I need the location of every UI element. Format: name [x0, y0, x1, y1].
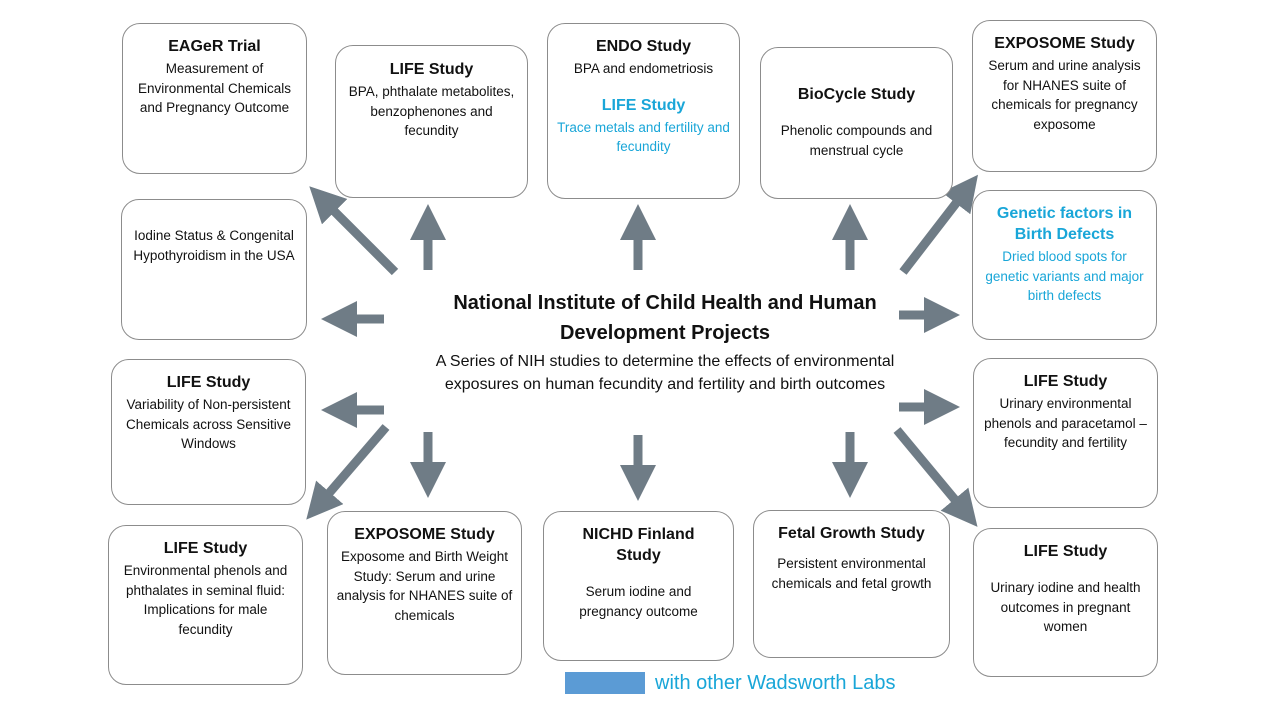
life-iodine-box: LIFE Study Urinary iodine and health out…: [973, 528, 1158, 677]
life-variability-box: LIFE Study Variability of Non-persistent…: [111, 359, 306, 505]
fetal-growth-box: Fetal Growth Study Persistent environmen…: [753, 510, 950, 658]
box-body: Serum iodine and pregnancy outcome: [579, 584, 698, 619]
legend-label: with other Wadsworth Labs: [655, 672, 896, 694]
eager-trial-box: EAGeR Trial Measurement of Environmental…: [122, 23, 307, 174]
biocycle-study-box: BioCycle Study Phenolic compounds and me…: [760, 47, 953, 199]
box-title: BioCycle Study: [797, 86, 916, 103]
center-subtitle: A Series of NIH studies to determine the…: [435, 353, 895, 393]
box-title: Genetic factors in Birth Defects: [996, 205, 1133, 243]
box-title: EAGeR Trial: [168, 38, 261, 55]
box-body: Urinary iodine and health outcomes in pr…: [990, 580, 1141, 634]
genetic-factors-box: Genetic factors in Birth Defects Dried b…: [972, 190, 1157, 340]
box-body: Urinary environmental phenols and parace…: [984, 396, 1147, 450]
box-title: EXPOSOME Study: [354, 526, 495, 543]
nichd-finland-box: NICHD Finland Study Serum iodine and pre…: [543, 511, 734, 661]
box-subtitle: LIFE Study: [601, 96, 686, 114]
box-title: LIFE Study: [389, 61, 474, 78]
box-title: Fetal Growth Study: [778, 525, 925, 542]
arrow-to-exposome-top: [899, 174, 978, 275]
box-body: BPA and endometriosis: [573, 61, 714, 76]
center-title: National Institute of Child Health and H…: [453, 292, 877, 344]
exposome-top-box: EXPOSOME Study Serum and urine analysis …: [972, 20, 1157, 172]
box-title: LIFE Study: [166, 374, 251, 391]
box-body: Iodine Status & Congenital Hypothyroidis…: [133, 228, 295, 263]
box-body: Measurement of Environmental Chemicals a…: [137, 61, 292, 115]
box-title: LIFE Study: [163, 540, 248, 557]
arrow-to-life-iodine: [893, 427, 978, 527]
box-body: Environmental phenols and phthalates in …: [123, 563, 288, 637]
box-body: Variability of Non-persistent Chemicals …: [125, 397, 292, 451]
legend-swatch: [565, 672, 645, 694]
life-bpa-box: LIFE Study BPA, phthalate metabolites, b…: [335, 45, 528, 198]
box-body: BPA, phthalate metabolites, benzophenone…: [348, 84, 515, 138]
box-body: Dried blood spots for genetic variants a…: [985, 249, 1144, 303]
box-subbody: Trace metals and fertility and fecundity: [557, 119, 730, 155]
arrow-to-eager: [309, 186, 399, 276]
box-title: EXPOSOME Study: [994, 35, 1135, 52]
life-urinary-phenols-box: LIFE Study Urinary environmental phenols…: [973, 358, 1158, 508]
box-title: LIFE Study: [1023, 373, 1108, 390]
box-title: LIFE Study: [1023, 543, 1108, 560]
endo-study-box: ENDO Study BPA and endometriosis LIFE St…: [547, 23, 740, 199]
box-body: Exposome and Birth Weight Study: Serum a…: [336, 549, 513, 623]
box-body: Phenolic compounds and menstrual cycle: [780, 123, 933, 158]
arrow-to-life-seminal: [306, 424, 390, 520]
box-body: Serum and urine analysis for NHANES suit…: [988, 58, 1141, 132]
box-title: ENDO Study: [595, 38, 692, 55]
center-description: National Institute of Child Health and H…: [395, 288, 935, 396]
iodine-status-box: Iodine Status & Congenital Hypothyroidis…: [121, 199, 307, 340]
exposome-bottom-box: EXPOSOME Study Exposome and Birth Weight…: [327, 511, 522, 675]
box-body: Persistent environmental chemicals and f…: [771, 556, 932, 591]
box-title: NICHD Finland Study: [582, 526, 695, 564]
life-seminal-box: LIFE Study Environmental phenols and pht…: [108, 525, 303, 685]
